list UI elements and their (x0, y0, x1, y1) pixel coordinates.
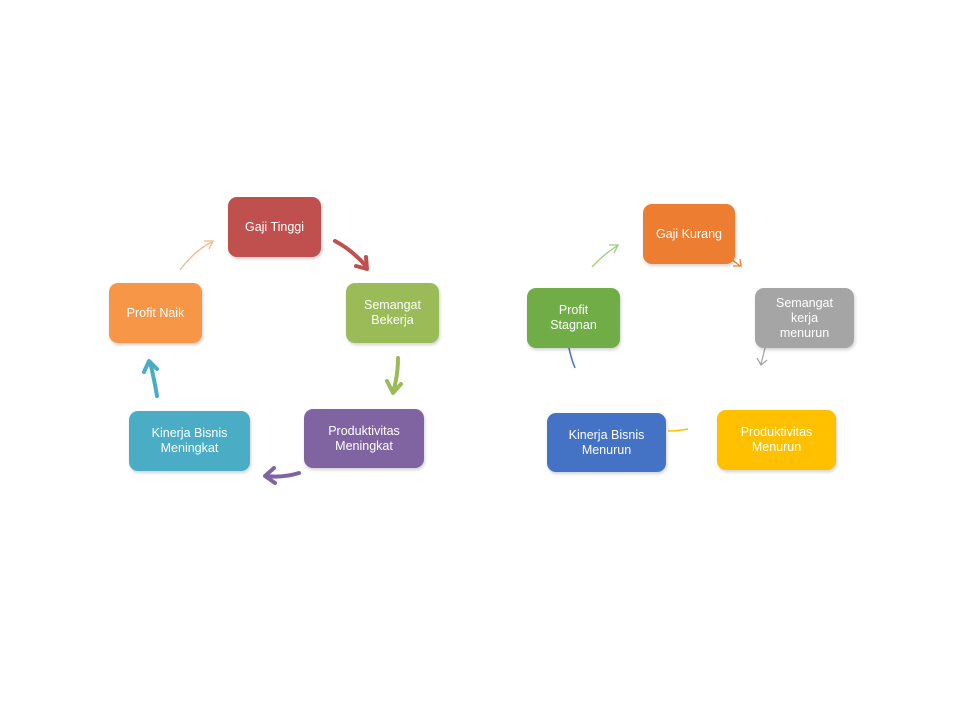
node-profit-naik: Profit Naik (109, 283, 202, 343)
node-kinerja-bisnis-meningkat: Kinerja Bisnis Meningkat (129, 411, 250, 471)
arrow-semangat-to-produktivitas-d (756, 347, 768, 366)
node-semangat-bekerja: Semangat Bekerja (346, 283, 439, 343)
node-kinerja-bisnis-menurun: Kinerja Bisnis Menurun (547, 413, 666, 472)
arrow-semangat-to-produktivitas (385, 356, 403, 395)
arrow-produktivitas-to-kinerja (263, 466, 301, 485)
node-gaji-tinggi: Gaji Tinggi (228, 197, 321, 257)
node-semangat-kerja-menurun: Semangat kerja menurun (755, 288, 854, 348)
node-gaji-kurang: Gaji Kurang (643, 204, 735, 264)
arrow-gaji-to-semangat (333, 239, 369, 271)
node-profit-stagnan: Profit Stagnan (527, 288, 620, 348)
node-produktivitas-menurun: Produktivitas Menurun (717, 410, 836, 470)
arrow-kinerja-to-stagnan (568, 347, 576, 369)
arrow-profit-to-gaji (179, 240, 215, 271)
arrow-stagnan-to-gajikurang (591, 244, 620, 268)
arrow-produktivitas-to-kinerja-d (667, 428, 689, 432)
arrow-kinerja-to-profit (142, 359, 159, 398)
node-produktivitas-meningkat: Produktivitas Meningkat (304, 409, 424, 468)
